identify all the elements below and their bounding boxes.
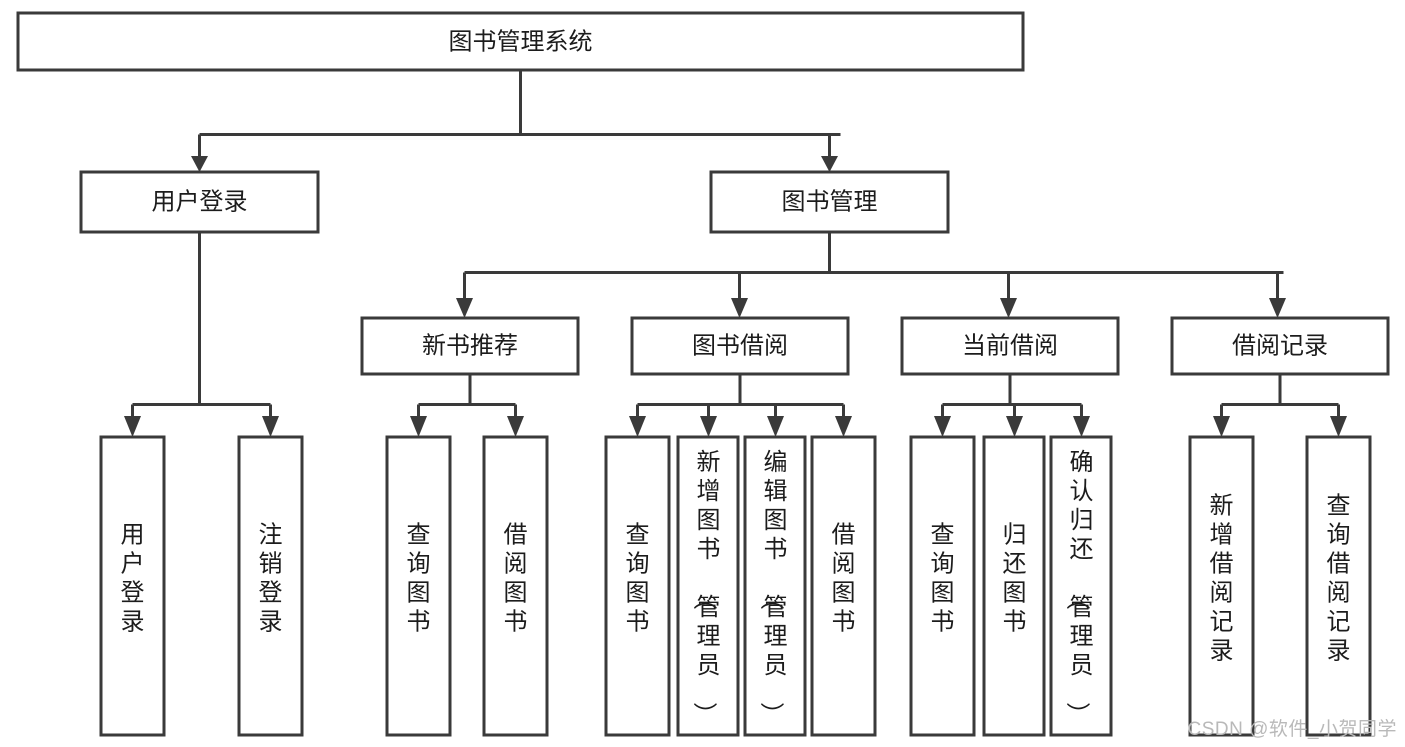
- node-leaf-confirm-return-box[interactable]: [1049, 435, 1113, 737]
- node-new-book-recommend-box[interactable]: [360, 316, 580, 376]
- node-root-box[interactable]: [16, 11, 1025, 72]
- node-leaf-return-book-box[interactable]: [982, 435, 1046, 737]
- node-borrow-record-label: 借阅记录: [1232, 332, 1328, 359]
- node-leaf-query-borrow-record[interactable]: 查询借阅记录: [1305, 435, 1372, 737]
- node-leaf-user-login-box[interactable]: [99, 435, 166, 737]
- node-leaf-add-borrow-record-box[interactable]: [1188, 435, 1255, 737]
- arrow-head-leaf-edit-book: [767, 416, 784, 437]
- node-leaf-user-logout[interactable]: 注销登录: [237, 435, 304, 737]
- node-leaf-query-books-current[interactable]: 查询图书: [909, 435, 976, 737]
- node-leaf-return-book[interactable]: 归还图书: [982, 435, 1046, 737]
- node-current-borrow[interactable]: 当前借阅: [900, 316, 1120, 376]
- node-book-management-label: 图书管理: [782, 188, 878, 215]
- node-leaf-query-books-recommend-label: 查询图书: [407, 522, 431, 636]
- arrow-head-book-borrow: [731, 298, 748, 318]
- arrow-head-current-borrow: [1000, 298, 1017, 318]
- node-leaf-confirm-return[interactable]: 确认归还（管理员）: [1049, 435, 1113, 737]
- node-leaf-query-borrow-record-label: 查询借阅记录: [1327, 493, 1351, 665]
- node-current-borrow-label: 当前借阅: [962, 332, 1058, 359]
- arrow-head-borrow-record: [1269, 298, 1286, 318]
- node-leaf-add-book-box[interactable]: [676, 435, 740, 737]
- arrow-head-leaf-borrow-books-recommend: [507, 416, 524, 437]
- arrow-head-leaf-borrow-book: [835, 416, 852, 437]
- node-leaf-confirm-return-label: 确认归还（管理员）: [1064, 449, 1094, 726]
- arrow-head-book-management: [821, 156, 838, 172]
- node-book-management[interactable]: 图书管理: [709, 170, 950, 234]
- node-root[interactable]: 图书管理系统: [16, 11, 1025, 72]
- nodes-group: 图书管理系统 用户登录 图书管理 新书推荐 图书借阅 当前: [16, 11, 1390, 737]
- arrow-head-leaf-query-books-borrow: [629, 416, 646, 437]
- arrow-head-user-login: [191, 156, 208, 172]
- node-borrow-record[interactable]: 借阅记录: [1170, 316, 1390, 376]
- arrow-head-leaf-user-logout: [262, 416, 279, 437]
- node-leaf-borrow-book[interactable]: 借阅图书: [810, 435, 877, 737]
- node-leaf-query-books-borrow-label: 查询图书: [626, 522, 650, 636]
- node-borrow-record-box[interactable]: [1170, 316, 1390, 376]
- node-new-book-recommend[interactable]: 新书推荐: [360, 316, 580, 376]
- node-leaf-query-books-current-label: 查询图书: [931, 522, 955, 636]
- node-book-management-box[interactable]: [709, 170, 950, 234]
- arrow-head-leaf-confirm-return: [1073, 416, 1090, 437]
- node-new-book-recommend-label: 新书推荐: [422, 332, 518, 359]
- node-root-label: 图书管理系统: [449, 28, 593, 55]
- node-leaf-query-books-recommend[interactable]: 查询图书: [385, 435, 452, 737]
- node-book-borrow-label: 图书借阅: [692, 332, 788, 359]
- arrow-head-leaf-add-book: [700, 416, 717, 437]
- node-leaf-edit-book-box[interactable]: [743, 435, 807, 737]
- node-leaf-query-books-borrow[interactable]: 查询图书: [604, 435, 671, 737]
- node-leaf-borrow-books-recommend-label: 借阅图书: [504, 522, 528, 636]
- node-leaf-user-logout-label: 注销登录: [259, 522, 283, 636]
- node-leaf-query-books-current-box[interactable]: [909, 435, 976, 737]
- arrow-head-leaf-user-login: [124, 416, 141, 437]
- node-leaf-add-book[interactable]: 新增图书（管理员）: [676, 435, 740, 737]
- node-leaf-add-borrow-record-label: 新增借阅记录: [1210, 493, 1234, 665]
- node-leaf-query-borrow-record-box[interactable]: [1305, 435, 1372, 737]
- node-user-login[interactable]: 用户登录: [79, 170, 320, 234]
- node-leaf-borrow-book-box[interactable]: [810, 435, 877, 737]
- node-leaf-user-login-label: 用户登录: [121, 522, 145, 636]
- arrow-head-leaf-query-borrow-record: [1330, 416, 1347, 437]
- node-leaf-return-book-label: 归还图书: [1003, 522, 1027, 636]
- node-user-login-box[interactable]: [79, 170, 320, 234]
- node-book-borrow-box[interactable]: [630, 316, 850, 376]
- node-leaf-borrow-book-label: 借阅图书: [832, 522, 856, 636]
- node-leaf-user-login[interactable]: 用户登录: [99, 435, 166, 737]
- node-book-borrow[interactable]: 图书借阅: [630, 316, 850, 376]
- node-leaf-add-book-label: 新增图书（管理员）: [691, 449, 721, 726]
- node-leaf-user-logout-box[interactable]: [237, 435, 304, 737]
- arrow-head-leaf-query-books-recommend: [410, 416, 427, 437]
- arrow-head-new-book-recommend: [456, 298, 473, 318]
- node-leaf-borrow-books-recommend[interactable]: 借阅图书: [482, 435, 549, 737]
- connector-lines-group: [124, 70, 1347, 437]
- arrow-head-leaf-query-books-current: [934, 416, 951, 437]
- node-leaf-borrow-books-recommend-box[interactable]: [482, 435, 549, 737]
- arrow-head-leaf-add-borrow-record: [1213, 416, 1230, 437]
- node-leaf-add-borrow-record[interactable]: 新增借阅记录: [1188, 435, 1255, 737]
- node-leaf-edit-book-label: 编辑图书（管理员）: [758, 449, 788, 726]
- node-user-login-label: 用户登录: [152, 188, 248, 215]
- node-leaf-query-books-recommend-box[interactable]: [385, 435, 452, 737]
- node-leaf-edit-book[interactable]: 编辑图书（管理员）: [743, 435, 807, 737]
- arrow-head-leaf-return-book: [1006, 416, 1023, 437]
- node-leaf-query-books-borrow-box[interactable]: [604, 435, 671, 737]
- node-current-borrow-box[interactable]: [900, 316, 1120, 376]
